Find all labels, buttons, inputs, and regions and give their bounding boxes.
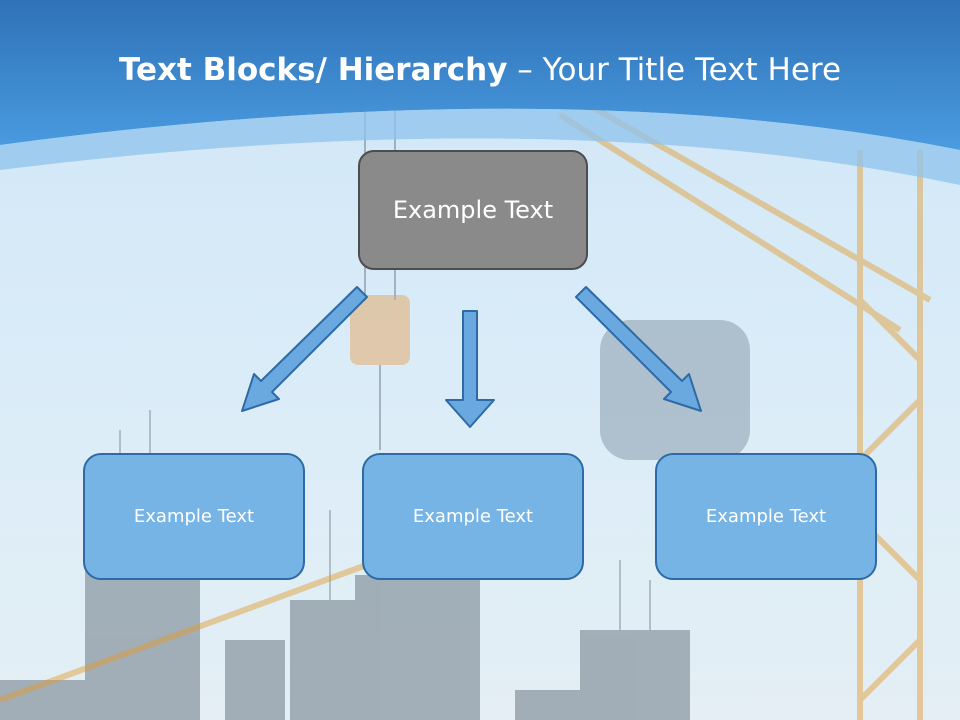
child-box-3-label: Example Text <box>705 506 827 527</box>
child-box-3[interactable]: Example Text <box>655 453 877 580</box>
root-box-label: Example Text <box>392 196 554 224</box>
title-bold: Text Blocks/ Hierarchy <box>118 52 508 88</box>
child-box-2-label: Example Text <box>412 506 534 527</box>
down-left-arrow-icon <box>241 286 368 412</box>
down-arrow-icon <box>445 310 495 428</box>
child-box-2[interactable]: Example Text <box>362 453 584 580</box>
child-box-1-label: Example Text <box>133 506 255 527</box>
title-rest: – Your Title Text Here <box>507 52 842 88</box>
building-silhouettes <box>0 570 690 720</box>
down-right-arrow-icon <box>575 286 702 412</box>
header-swoosh <box>0 108 960 185</box>
child-box-1[interactable]: Example Text <box>83 453 305 580</box>
header-band <box>0 0 960 150</box>
root-box[interactable]: Example Text <box>358 150 588 270</box>
slide-title: Text Blocks/ Hierarchy – Your Title Text… <box>0 52 960 88</box>
